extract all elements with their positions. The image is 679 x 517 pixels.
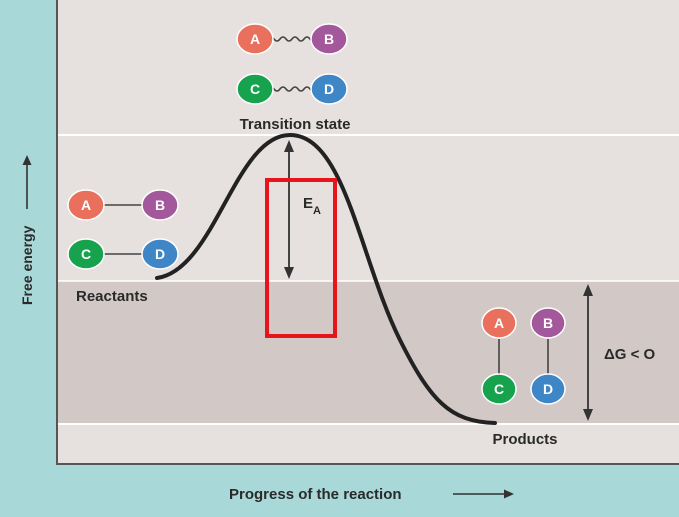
ea-label: EA bbox=[303, 195, 321, 217]
x-axis-arrow-head bbox=[504, 489, 514, 499]
y-axis-arrow-head bbox=[22, 155, 32, 165]
product-atom-d: D bbox=[530, 373, 566, 405]
delta-g-label: ΔG < O bbox=[604, 346, 656, 363]
svg-text:D: D bbox=[543, 381, 553, 397]
svg-text:B: B bbox=[543, 315, 553, 331]
products-label: Products bbox=[492, 431, 557, 448]
delta-g-band bbox=[57, 281, 679, 423]
svg-text:C: C bbox=[494, 381, 504, 397]
ts-atom-c: C bbox=[236, 73, 274, 105]
svg-text:A: A bbox=[250, 31, 260, 47]
ea-arrow-head-down bbox=[284, 267, 294, 279]
svg-text:A: A bbox=[81, 197, 91, 213]
wavy-bond-cd bbox=[267, 86, 317, 92]
y-axis-label-group: Free energy bbox=[19, 155, 35, 305]
y-axis-label: Free energy bbox=[19, 225, 35, 305]
reactant-atom-b: B bbox=[141, 189, 179, 221]
svg-text:D: D bbox=[155, 246, 165, 262]
ts-atom-d: D bbox=[310, 73, 348, 105]
reactant-atom-a: A bbox=[67, 189, 105, 221]
reactant-atom-d: D bbox=[141, 238, 179, 270]
svg-text:B: B bbox=[155, 197, 165, 213]
ea-arrow-head-up bbox=[284, 140, 294, 152]
svg-text:C: C bbox=[250, 81, 260, 97]
energy-curve bbox=[155, 132, 497, 425]
dg-arrow-head-down bbox=[583, 409, 593, 421]
ts-atom-b: B bbox=[310, 23, 348, 55]
reactant-atom-c: C bbox=[67, 238, 105, 270]
ts-atom-a: A bbox=[236, 23, 274, 55]
reactants-label: Reactants bbox=[76, 288, 148, 305]
svg-text:D: D bbox=[324, 81, 334, 97]
svg-text:A: A bbox=[494, 315, 504, 331]
product-atom-b: B bbox=[530, 307, 566, 339]
dg-arrow-head-up bbox=[583, 284, 593, 296]
transition-state-label: Transition state bbox=[240, 116, 351, 133]
product-atom-c: C bbox=[481, 373, 517, 405]
svg-text:B: B bbox=[324, 31, 334, 47]
wavy-bond-ab bbox=[267, 36, 317, 42]
product-atom-a: A bbox=[481, 307, 517, 339]
svg-text:C: C bbox=[81, 246, 91, 262]
x-axis-label: Progress of the reaction bbox=[229, 486, 402, 503]
highlight-box bbox=[265, 178, 337, 338]
